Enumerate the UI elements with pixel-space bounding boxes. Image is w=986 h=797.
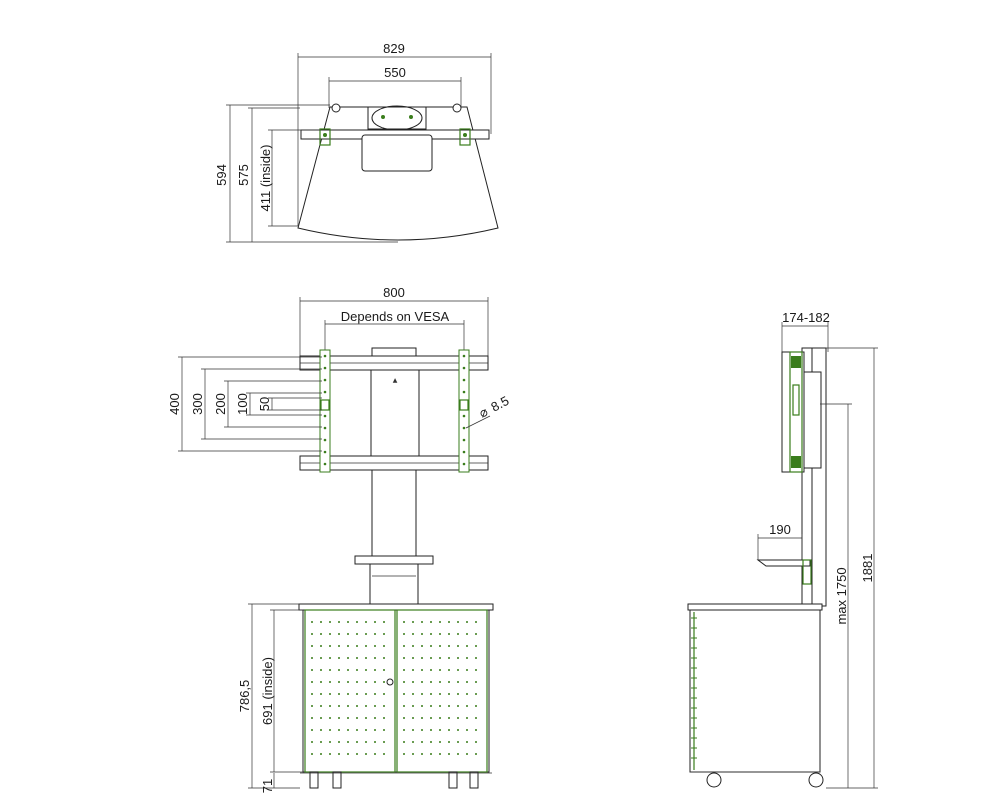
dim-1881: 1881 — [860, 554, 875, 583]
dim-hole-diameter: 8.5 — [488, 393, 511, 415]
dim-hole-diameter-symbol: ⌀ — [476, 404, 490, 421]
side-view-caster-front — [706, 772, 722, 788]
side-view-cabinet — [689, 609, 821, 773]
front-view-column-base — [369, 563, 419, 605]
top-view-bracket-left — [319, 128, 331, 146]
top-view-bracket-right — [459, 128, 471, 146]
dim-594: 594 — [214, 164, 229, 186]
front-view-door-perforation — [311, 621, 477, 755]
front-view-cabinet — [302, 609, 490, 773]
dim-786-5: 786,5 — [237, 680, 252, 713]
front-view-lock-icon — [386, 678, 394, 686]
dim-411-inside: 411 (inside) — [258, 145, 273, 212]
top-view-knob-right — [452, 103, 462, 113]
dim-max-1750: max 1750 — [834, 567, 849, 624]
front-view-right-bracket — [458, 349, 470, 473]
top-view-mount-plate — [367, 106, 427, 130]
dim-vesa-label: Depends on VESA — [341, 309, 450, 324]
front-view-shelf — [354, 555, 434, 565]
front-view-left-door — [304, 609, 396, 773]
dim-190: 190 — [769, 522, 791, 537]
dim-691-inside: 691 (inside) — [260, 657, 275, 725]
side-view-mount-plate — [802, 371, 822, 469]
dim-200: 200 — [213, 393, 228, 415]
svg-text:▲: ▲ — [393, 377, 398, 384]
side-view-clamp-bottom — [791, 456, 801, 468]
dim-575: 575 — [236, 164, 251, 186]
top-view-knob-left — [331, 103, 341, 113]
front-view: 800 Depends on VESA ▲ 40 — [167, 285, 511, 793]
dim-829: 829 — [383, 41, 405, 56]
dim-174-182: 174-182 — [782, 310, 830, 325]
top-view: 829 550 594 575 411 (inside) — [214, 41, 499, 243]
side-view-shelf — [756, 559, 811, 567]
dim-71: 71 — [260, 779, 275, 793]
side-view-hinges — [691, 617, 697, 759]
front-view-casters — [300, 771, 492, 789]
side-view-cabinet-top — [687, 603, 823, 611]
dim-300: 300 — [190, 393, 205, 415]
top-view-mount-disc — [371, 105, 423, 131]
front-view-top-plate — [371, 347, 417, 357]
dim-400: 400 — [167, 393, 182, 415]
dim-550: 550 — [384, 65, 406, 80]
front-view-left-bracket — [319, 349, 331, 473]
top-view-tray-outline — [297, 106, 499, 241]
dim-800: 800 — [383, 285, 405, 300]
side-view-caster-rear — [808, 772, 824, 788]
dim-100: 100 — [235, 393, 250, 415]
front-view-right-door — [396, 609, 488, 773]
side-view: 174-182 190 max 1750 18 — [687, 310, 878, 789]
top-view-column-plate — [361, 134, 433, 172]
side-view-clamp-top — [791, 356, 801, 368]
front-view-cabinet-top — [298, 603, 494, 611]
front-view-mount-plate — [370, 369, 420, 457]
dim-50: 50 — [257, 397, 272, 411]
